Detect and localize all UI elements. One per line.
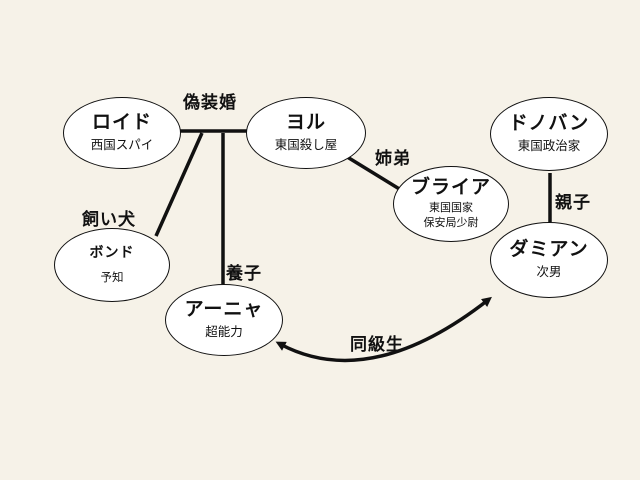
node-name: ボンド <box>89 245 135 262</box>
edge-label-siblings: 姉弟 <box>375 149 411 169</box>
edge-label-adopted: 養子 <box>226 264 262 284</box>
node-role: 東国国家 保安局少尉 <box>424 201 479 231</box>
node-anya: アーニャ 超能力 <box>165 284 283 356</box>
node-name: ブライア <box>410 176 491 199</box>
node-name: ダミアン <box>509 238 589 261</box>
node-yuri: ブライア 東国国家 保安局少尉 <box>393 166 509 242</box>
node-role-line: 保安局少尉 <box>423 215 479 229</box>
pet-line <box>154 132 204 237</box>
node-bond: ボンド 予知 <box>54 228 170 302</box>
classmates-arrow <box>275 296 492 363</box>
sibling-line <box>343 153 402 192</box>
node-damian: ダミアン 次男 <box>490 222 608 298</box>
node-donovan: ドノバン 東国政治家 <box>490 97 608 171</box>
node-role: 予知 <box>100 269 124 284</box>
edge-label-classmates: 同級生 <box>350 335 404 355</box>
node-role: 超能力 <box>205 324 243 340</box>
node-name: ヨル <box>285 111 326 134</box>
edge-label-fake-marriage: 偽装婚 <box>183 93 237 113</box>
node-yor: ヨル 東国殺し屋 <box>246 97 366 169</box>
edge-label-pet: 飼い犬 <box>82 210 136 230</box>
node-name: ドノバン <box>508 112 590 135</box>
edge-label-parent-child: 親子 <box>555 193 591 213</box>
node-role-line: 東国国家 <box>429 201 473 215</box>
node-role: 次男 <box>536 264 562 280</box>
node-name: アーニャ <box>184 298 264 321</box>
node-loid: ロイド 西国スパイ <box>63 97 181 169</box>
node-role: 東国政治家 <box>517 138 581 154</box>
node-name: ロイド <box>91 111 152 134</box>
node-role: 東国殺し屋 <box>274 137 338 153</box>
node-role: 西国スパイ <box>90 137 154 153</box>
